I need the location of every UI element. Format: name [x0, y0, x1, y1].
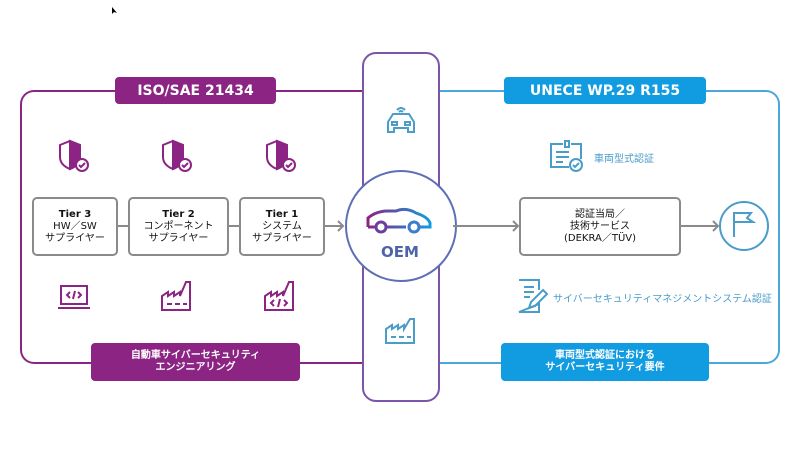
authority-line2: 技術サービス: [570, 220, 630, 232]
authority-line1: 認証当局／: [575, 208, 625, 220]
tier-line1: HW／SW: [53, 220, 97, 232]
type-approval-text: 車両型式認証: [594, 154, 654, 165]
factory-code-icon: [264, 281, 294, 311]
tier-line2: サプライヤー: [148, 232, 209, 244]
iso-sae-title: ISO/SAE 21434: [115, 77, 276, 104]
authority-line3: (DEKRA／TÜV): [563, 232, 637, 244]
certificate-icon: [550, 140, 583, 172]
left-bottom-label: 自動車サイバーセキュリティエンジニアリング: [91, 343, 300, 381]
tier-line1: システム: [262, 220, 302, 232]
mouse-cursor-icon: [112, 7, 117, 14]
flag-circle: [719, 201, 769, 251]
label-line1: 自動車サイバーセキュリティ: [130, 350, 261, 361]
tier-line1: コンポーネント: [143, 220, 214, 232]
shield-check-icon: [59, 139, 89, 172]
shield-check-icon: [266, 139, 296, 172]
csms-text: サイバーセキュリティマネジメントシステム認証: [553, 294, 772, 305]
label-line2: サイバーセキュリティ要件: [545, 362, 665, 373]
right-bottom-label: 車両型式認証におけるサイバーセキュリティ要件: [501, 343, 709, 381]
tier-line2: サプライヤー: [252, 232, 312, 244]
label-line1: 車両型式認証における: [555, 350, 655, 361]
authority-box: 認証当局／技術サービス(DEKRA／TÜV): [519, 197, 681, 256]
factory-icon: [161, 281, 191, 311]
laptop-code-icon: [58, 285, 90, 309]
tier-line2: サプライヤー: [45, 232, 105, 244]
tier-name: Tier 3: [58, 208, 92, 220]
flag-icon: [733, 212, 757, 237]
document-pencil-icon: [518, 279, 549, 313]
label-line2: エンジニアリング: [155, 362, 236, 373]
unece-title: UNECE WP.29 R155: [504, 77, 706, 104]
shield-check-icon: [162, 139, 192, 172]
connected-car-icon: [387, 107, 415, 133]
car-icon: [366, 207, 432, 234]
oem-label: OEM: [381, 243, 419, 261]
tier-name: Tier 1: [265, 208, 299, 220]
factory-icon: [385, 318, 415, 344]
tier-name: Tier 2: [162, 208, 195, 220]
